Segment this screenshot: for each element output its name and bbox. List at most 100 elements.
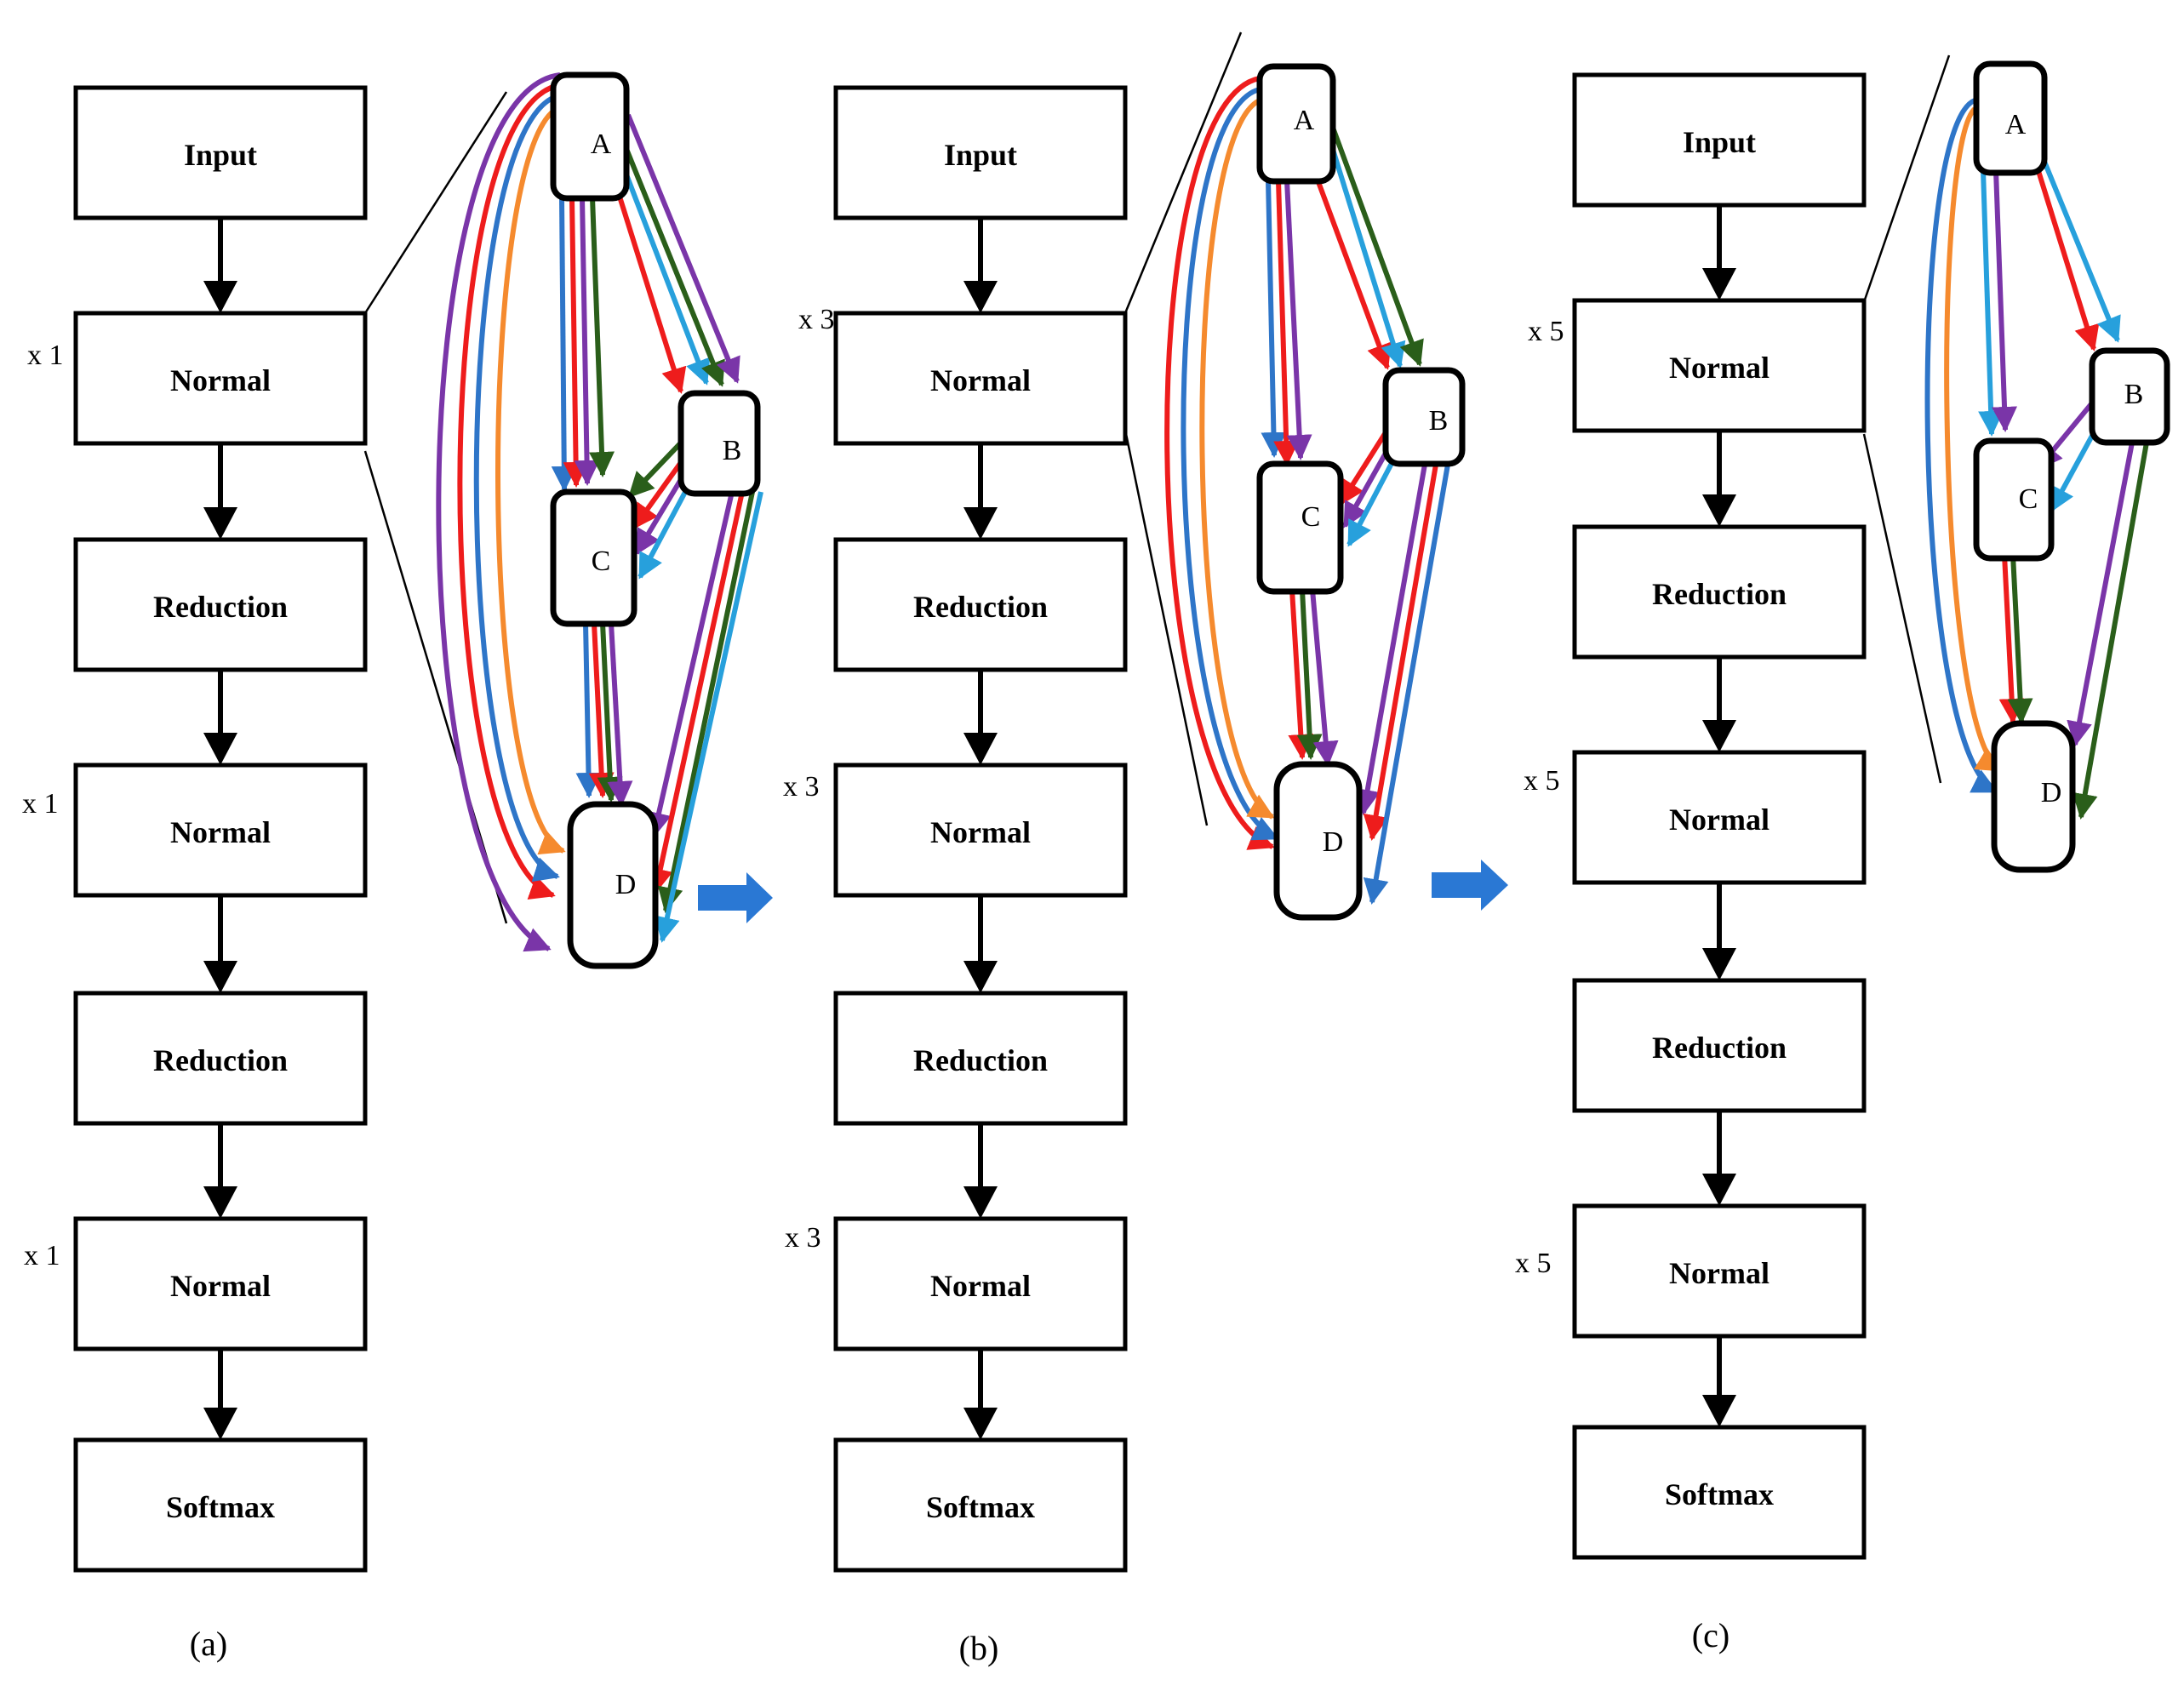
node-c: C [1973, 437, 2055, 562]
cell-edge-orange [1199, 98, 1275, 820]
svg-text:Reduction: Reduction [1652, 1031, 1787, 1065]
svg-text:A: A [591, 129, 612, 160]
cell-edge-red [1998, 554, 2025, 724]
cell-edge-blue [551, 197, 577, 492]
repeat-label: x 3 [783, 771, 820, 803]
svg-text:Normal: Normal [1669, 1256, 1769, 1290]
node-c: C [550, 488, 637, 627]
cell-edge-light-blue [1978, 169, 2004, 437]
block-normal: Normal [1572, 1203, 1867, 1339]
svg-text:D: D [1323, 826, 1344, 858]
cell-edge-light-blue [1324, 127, 1406, 368]
zoom-line [363, 91, 508, 314]
panel-a: Input Normal Reduction Normal Reduction … [22, 71, 763, 1663]
cell-edge-blue [1261, 180, 1287, 458]
block-reduction: Reduction [1572, 978, 1867, 1113]
cell-edge-green [589, 197, 615, 477]
svg-text:B: B [2124, 379, 2144, 410]
block-input: Input [833, 85, 1128, 220]
cell-edge-blue [1181, 87, 1279, 841]
svg-text:Reduction: Reduction [913, 1043, 1048, 1077]
cell-edge-blue [575, 622, 602, 798]
svg-text:Reduction: Reduction [153, 1043, 288, 1077]
block-softmax: Softmax [833, 1437, 1128, 1573]
cell-edge-orange [495, 105, 566, 854]
cell-edges [1164, 76, 1451, 905]
repeat-label: x 5 [1515, 1248, 1552, 1279]
svg-text:Normal: Normal [170, 815, 271, 849]
svg-text:Reduction: Reduction [1652, 577, 1787, 611]
transition-arrow [1432, 860, 1508, 911]
cell-edge-purple [1354, 459, 1428, 815]
cell-edge-purple [2067, 442, 2135, 747]
block-reduction: Reduction [833, 991, 1128, 1126]
svg-text:Input: Input [944, 138, 1017, 172]
block-normal: Normal [1572, 750, 1867, 885]
cell-edge-green [1296, 589, 1323, 760]
block-normal: Normal [833, 311, 1128, 446]
cell-edge-orange [1944, 106, 2003, 773]
block-input: Input [73, 85, 368, 220]
cell-edge-green [2007, 554, 2033, 724]
cell-edge-purple [626, 113, 740, 384]
svg-text:Softmax: Softmax [926, 1490, 1035, 1524]
svg-text:Softmax: Softmax [166, 1490, 275, 1524]
svg-text:Normal: Normal [930, 815, 1031, 849]
cell-edge-purple [1342, 441, 1394, 528]
node-b: B [2089, 347, 2170, 446]
panel-c: Input Normal Reduction Normal Reduction … [1515, 54, 2170, 1654]
svg-text:B: B [1429, 405, 1449, 437]
block-softmax: Softmax [1572, 1425, 1867, 1560]
block-normal: Normal [73, 763, 368, 898]
svg-text:Normal: Normal [930, 363, 1031, 397]
cell-edge-red [2032, 157, 2100, 351]
block-reduction: Reduction [73, 537, 368, 672]
cell-edge-red [1164, 76, 1275, 850]
panel-caption: (a) [190, 1625, 227, 1663]
zoom-line [1123, 31, 1243, 314]
cell-edge-red [563, 197, 589, 488]
svg-text:C: C [1301, 501, 1321, 533]
block-reduction: Reduction [1572, 524, 1867, 660]
node-d: D [1991, 720, 2076, 873]
cell-edge-red [648, 491, 745, 894]
panel-caption: (b) [959, 1629, 999, 1667]
cell-edge-purple [1992, 169, 2018, 432]
block-normal: Normal [73, 311, 368, 446]
cell-detail: A B C D [1924, 60, 2170, 873]
svg-text:D: D [2041, 777, 2062, 808]
repeat-label: x 1 [22, 788, 59, 820]
node-d: D [1273, 761, 1363, 921]
node-b: B [1382, 367, 1466, 467]
cell-edge-light-blue [2040, 156, 2121, 343]
svg-text:Reduction: Reduction [913, 590, 1048, 624]
cell-edge-red [1363, 459, 1439, 841]
zoom-line [1123, 429, 1209, 826]
svg-text:Normal: Normal [1669, 351, 1769, 385]
cell-detail: A B C D [1164, 63, 1466, 921]
cell-edges [436, 72, 763, 952]
repeat-label: x 3 [798, 304, 835, 335]
cell-edge-red [457, 83, 561, 900]
svg-text:Normal: Normal [1669, 803, 1769, 837]
transition-arrow [698, 872, 773, 923]
cell-edge-light-blue [1346, 454, 1398, 547]
node-a: A [1973, 60, 2048, 176]
cell-edge-purple [436, 72, 561, 952]
cell-edge-blue [1924, 98, 1998, 794]
svg-text:A: A [1294, 105, 1315, 136]
cell-edge-light-blue [622, 169, 711, 386]
cell-edge-light-blue [655, 491, 763, 943]
svg-text:A: A [2005, 109, 2027, 140]
svg-text:Normal: Normal [170, 1269, 271, 1303]
cell-edge-green [657, 491, 755, 913]
block-reduction: Reduction [73, 991, 368, 1126]
cell-edge-red [588, 622, 615, 798]
cell-edge-purple [646, 491, 735, 838]
block-normal: Normal [833, 763, 1128, 898]
cell-edge-purple [1310, 589, 1339, 767]
repeat-label: x 1 [27, 340, 64, 371]
cell-edge-red [632, 454, 689, 530]
cell-edge-red [1288, 589, 1314, 760]
